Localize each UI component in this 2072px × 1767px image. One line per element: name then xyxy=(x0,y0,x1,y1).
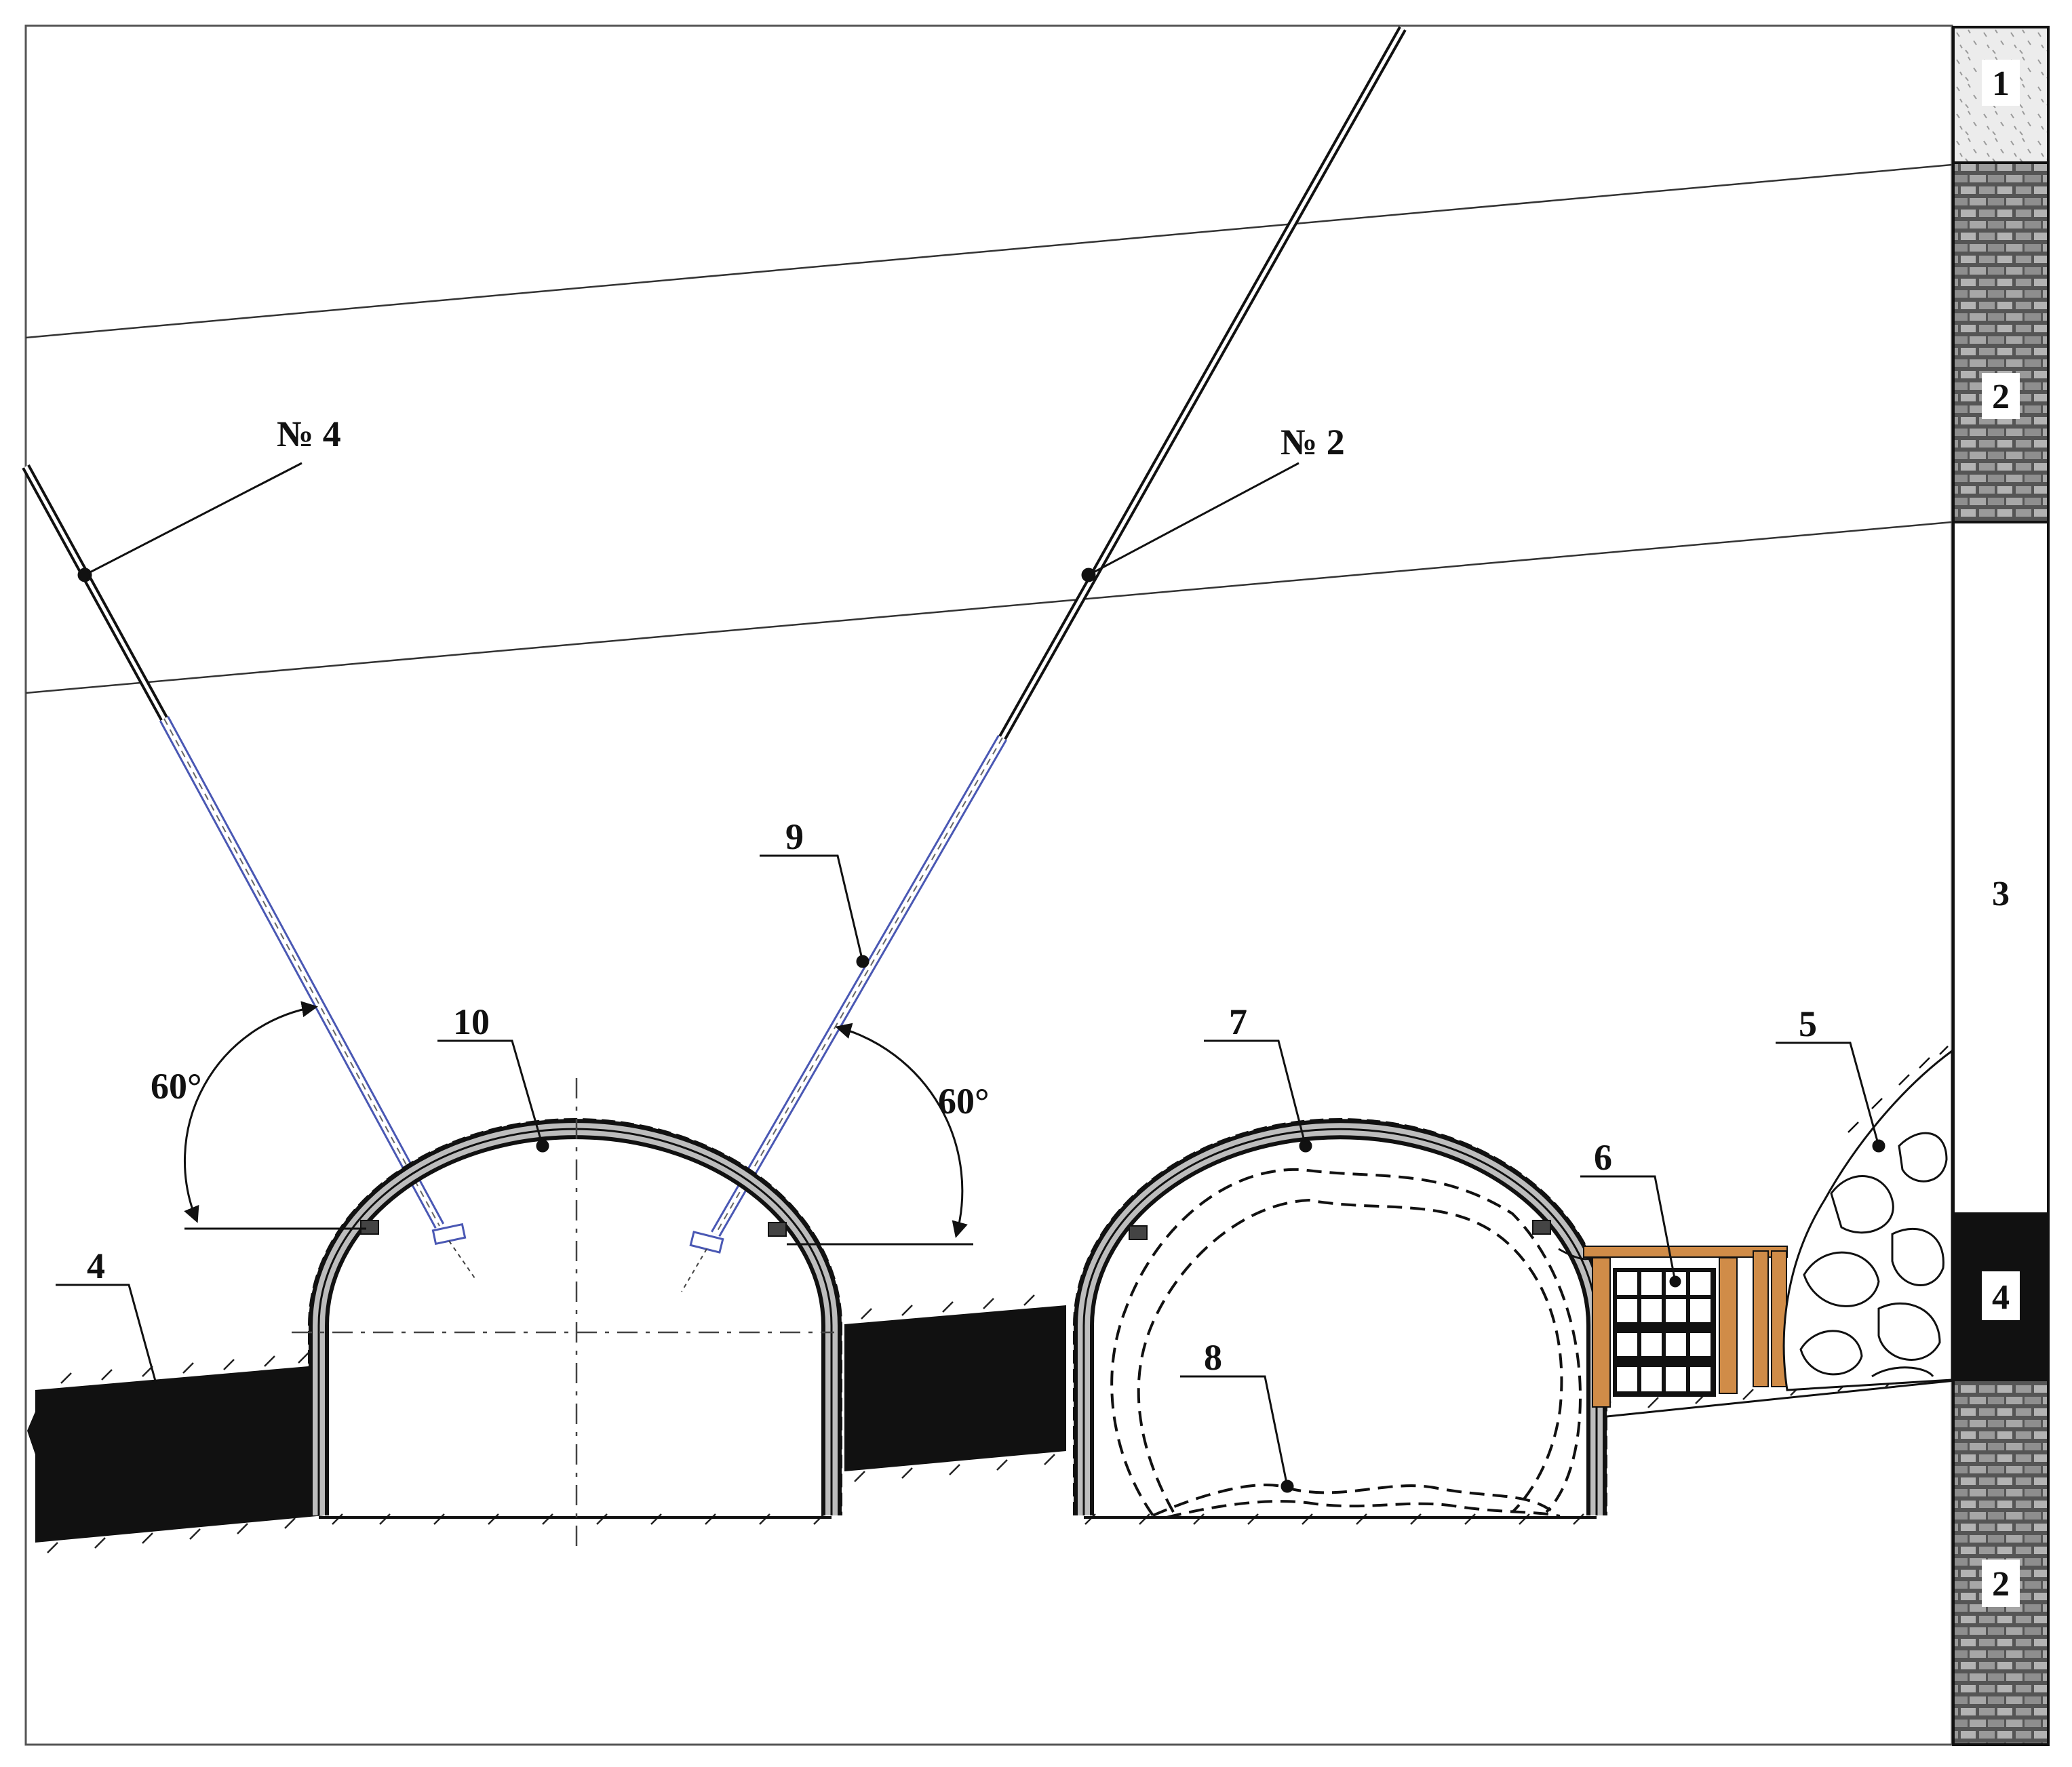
column-layer-3 xyxy=(1952,521,2050,1215)
deformed-profile-outer xyxy=(1110,1168,1582,1517)
coal-seam-right-lower xyxy=(1590,1380,1952,1419)
label-callout-9: 9 xyxy=(785,816,804,857)
column-label-3: 3 xyxy=(1992,875,2010,913)
coal-seam-left xyxy=(27,1365,324,1543)
left-tunnel-support xyxy=(292,1078,842,1553)
column-label-2-lower: 2 xyxy=(1992,1565,2010,1604)
borehole-no4 xyxy=(22,464,475,1279)
rubble-goaf xyxy=(1782,1046,1953,1391)
deformed-profile-inner xyxy=(1137,1198,1563,1513)
column-layer-2-upper xyxy=(1952,161,2050,523)
stratigraphic-column: 1 2 3 4 2 xyxy=(1952,26,2050,1746)
label-angle-right: 60° xyxy=(938,1081,990,1121)
label-callout-4: 4 xyxy=(87,1246,105,1286)
coal-seams xyxy=(27,1305,1952,1543)
borehole-no4-plug xyxy=(431,1223,467,1246)
hatch-marks xyxy=(47,1294,1896,1553)
timber-crib xyxy=(1558,1246,1788,1408)
angle-dimension-right xyxy=(787,1023,973,1246)
label-callout-5: 5 xyxy=(1799,1004,1817,1044)
label-well-no2: № 2 xyxy=(1281,422,1345,462)
deformed-floor xyxy=(1152,1484,1555,1517)
label-callout-6: 6 xyxy=(1594,1137,1612,1178)
coal-seam-middle xyxy=(844,1305,1066,1471)
callout-leaders xyxy=(56,462,1885,1493)
label-angle-left: 60° xyxy=(151,1066,202,1107)
stratum-boundaries xyxy=(25,163,1953,694)
column-label-2-upper: 2 xyxy=(1992,378,2010,416)
label-well-no4: № 4 xyxy=(277,414,341,454)
angle-dimension-left xyxy=(183,1001,366,1230)
label-callout-7: 7 xyxy=(1229,1001,1247,1042)
diagram-labels: № 4 № 2 60° 60° 4 5 6 7 8 9 10 xyxy=(87,414,1817,1378)
label-callout-10: 10 xyxy=(453,1001,490,1042)
borehole-no2-plug xyxy=(689,1231,724,1254)
label-callout-8: 8 xyxy=(1204,1337,1222,1378)
column-label-4: 4 xyxy=(1992,1278,2010,1317)
right-tunnel-support xyxy=(1073,1118,1607,1519)
borehole-no2 xyxy=(681,26,1407,1292)
column-label-1: 1 xyxy=(1992,64,2010,103)
